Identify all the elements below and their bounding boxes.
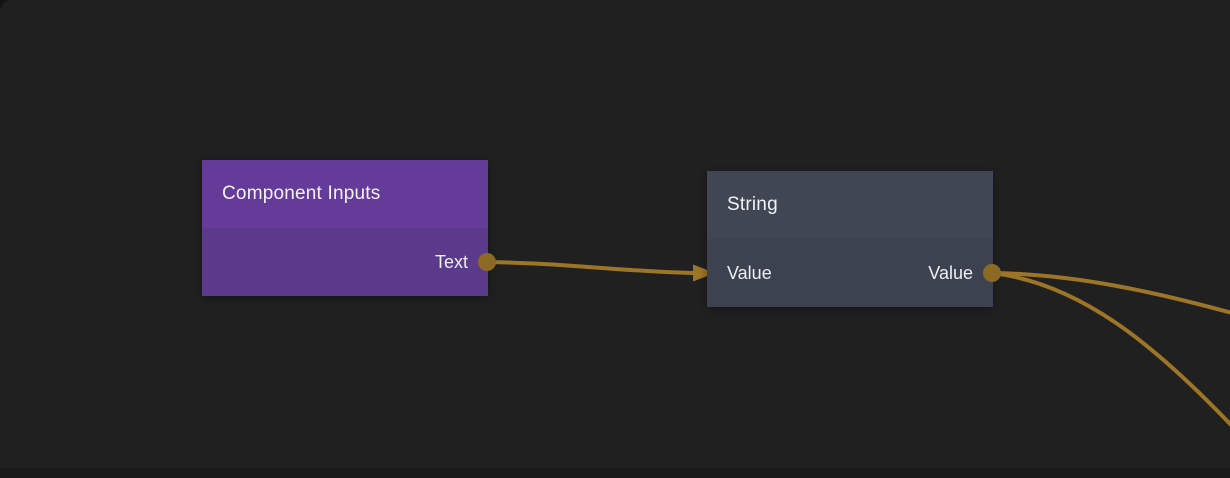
node-component-inputs[interactable]: Component Inputs Text bbox=[202, 160, 496, 296]
node-string-body: Value Value bbox=[707, 239, 993, 307]
output-port-label-value: Value bbox=[928, 262, 973, 283]
output-port-text[interactable] bbox=[478, 253, 496, 271]
node-component-inputs-body: Text bbox=[202, 228, 488, 296]
node-title: Component Inputs bbox=[222, 183, 381, 204]
node-component-inputs-header[interactable]: Component Inputs bbox=[202, 160, 488, 228]
wire-componentinputs-text-to-string-value[interactable] bbox=[485, 260, 696, 275]
node-string-header[interactable]: String bbox=[707, 171, 993, 239]
wire-string-value-offscreen-upper[interactable] bbox=[990, 271, 1230, 315]
canvas-bottom-edge bbox=[0, 468, 1230, 478]
output-port-label-text: Text bbox=[434, 251, 468, 272]
wire-string-value-offscreen-lower[interactable] bbox=[990, 271, 1230, 427]
input-port-label-value: Value bbox=[727, 262, 772, 283]
node-string[interactable]: String Value Value bbox=[707, 171, 1001, 307]
output-port-value[interactable] bbox=[983, 264, 1001, 282]
node-title: String bbox=[727, 194, 778, 215]
